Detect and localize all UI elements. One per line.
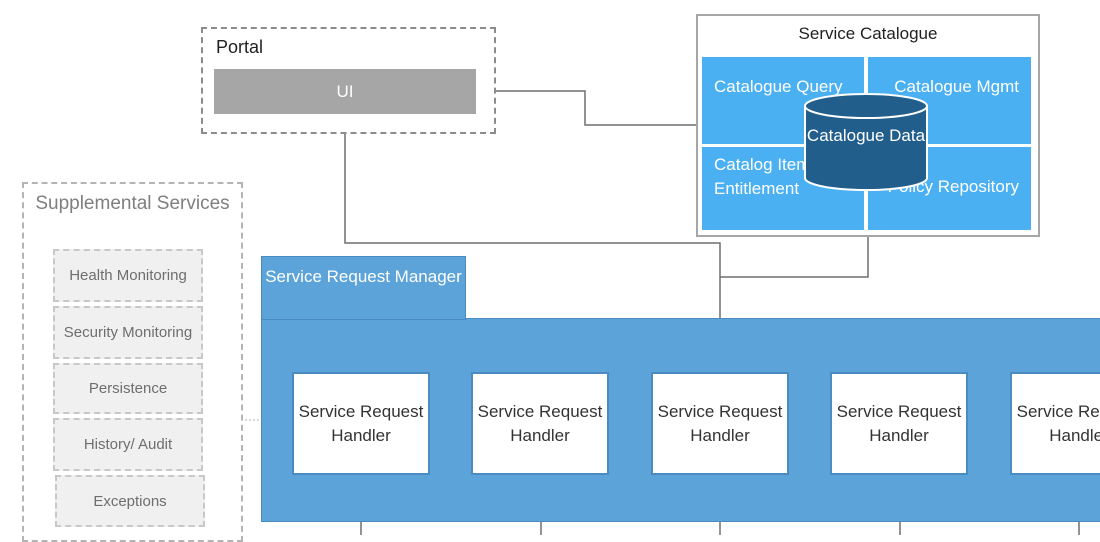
service-request-handler-4: Service Request Handler — [830, 372, 968, 475]
history-audit-service: History/ Audit — [53, 418, 203, 471]
database-icon — [804, 93, 928, 191]
service-request-handler-1: Service Request Handler — [292, 372, 430, 475]
service-request-handler-3: Service Request Handler — [651, 372, 789, 475]
supplemental-services-title: Supplemental Services — [35, 193, 230, 214]
ui-to-catalogue-line — [476, 90, 696, 126]
service-request-manager-title: Service Request Manager — [261, 256, 466, 320]
catalogue-data-label: Catalogue Data — [806, 126, 926, 145]
catalogue-query-label: Catalogue Query — [714, 77, 843, 96]
persistence-service: Persistence — [53, 363, 203, 414]
health-monitoring-service: Health Monitoring — [53, 249, 203, 302]
catalogue-mgmt-label: Catalogue Mgmt — [894, 77, 1019, 96]
portal-title: Portal — [216, 37, 264, 57]
service-request-handler-5: Service Request Handler — [1010, 372, 1100, 475]
service-request-handler-2: Service Request Handler — [471, 372, 609, 475]
service-catalogue-title: Service Catalogue — [798, 24, 938, 43]
exceptions-service: Exceptions — [55, 475, 205, 527]
catalogue-to-manager-line — [720, 237, 869, 278]
security-monitoring-service: Security Monitoring — [53, 306, 203, 359]
ui-component: UI — [214, 69, 476, 114]
ui-to-manager-line — [344, 114, 721, 318]
catalog-item-entitlement-label: Catalog Item Entitlement — [714, 155, 811, 198]
